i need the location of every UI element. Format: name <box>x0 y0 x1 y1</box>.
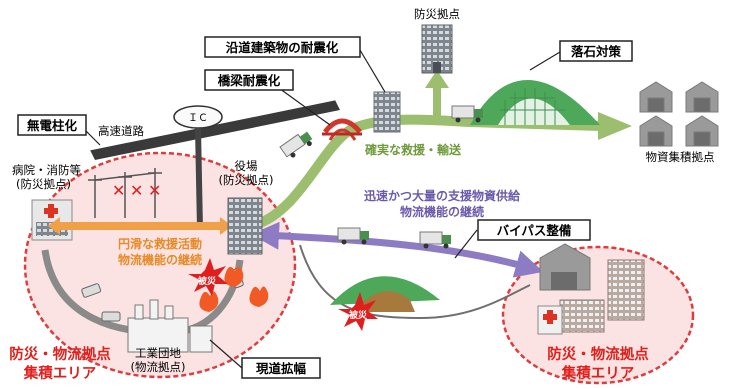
cross-mark-icon: ✕ ✕ ✕ <box>112 181 161 200</box>
ic-label: ＩＣ <box>188 113 208 124</box>
supply-label-2: 物流機能の継続 <box>400 204 484 219</box>
bypass-label: バイパス整備 <box>497 223 572 238</box>
svg-text:✕: ✕ <box>148 181 161 200</box>
material-base-label: 物資集積拠点 <box>646 150 715 164</box>
roadside-building-icon <box>373 91 401 133</box>
industrial-label-2: (物流拠点) <box>131 360 186 374</box>
rockfall-label: 落石対策 <box>571 44 622 59</box>
disaster-label-right: 被災 <box>349 309 368 321</box>
building-icon <box>559 259 645 333</box>
industrial-label-1: 工業団地 <box>135 346 181 360</box>
townhall-label-2: (防災拠点) <box>219 173 274 187</box>
area-right-title-2: 集積エリア <box>561 364 635 382</box>
hospital-icon <box>31 199 73 241</box>
no-poles-label: 無電柱化 <box>27 118 78 133</box>
svg-text:✕: ✕ <box>130 181 143 200</box>
hospital-label-2: (防災拠点) <box>16 177 71 191</box>
warehouse-icon <box>639 81 719 147</box>
green-route-arrow-up <box>425 70 449 88</box>
label-box-no-poles: 無電柱化 <box>17 114 87 136</box>
roadside-seismic-label: 沿道建築物の耐震化 <box>225 40 339 55</box>
label-box-road-widening: 現道拡幅 <box>241 357 321 379</box>
factory-icon <box>127 299 213 353</box>
bridge-icon <box>322 118 362 141</box>
truck-icon <box>337 227 451 249</box>
truck-icon <box>279 105 483 158</box>
townhall-label-1: 役場 <box>235 159 258 173</box>
warehouse-icon <box>539 243 591 291</box>
smooth-label-1: 円滑な救援活動 <box>118 236 202 251</box>
fire-icon <box>199 266 269 312</box>
svg-text:✕: ✕ <box>112 181 125 200</box>
label-box-bypass: バイパス整備 <box>477 219 591 241</box>
building-icon <box>421 24 453 74</box>
green-route-arrow-right <box>598 112 632 140</box>
lower-road <box>299 244 531 320</box>
area-left-title-1: 防災・物流拠点 <box>9 345 111 363</box>
bridge-seismic-label: 橋梁耐震化 <box>218 73 281 88</box>
area-left-title-2: 集積エリア <box>23 364 97 382</box>
hospital-label-1: 病院・消防等 <box>12 163 81 177</box>
supply-label-1: 迅速かつ大量の支援物資供給 <box>364 188 521 203</box>
label-box-bridge: 橋梁耐震化 <box>204 69 294 91</box>
ic-interchange <box>173 105 223 231</box>
smooth-label-2: 物流機能の継続 <box>118 252 202 267</box>
disaster-label-left: 被災 <box>198 275 217 287</box>
building-icon <box>227 197 263 255</box>
road-widening-label: 現道拡幅 <box>256 361 307 376</box>
disaster-base-top-label: 防災拠点 <box>414 7 460 21</box>
green-route <box>253 114 601 230</box>
hospital-icon <box>537 305 563 335</box>
area-right-title-1: 防災・物流拠点 <box>547 345 649 363</box>
power-pole-icon <box>88 168 162 218</box>
label-box-rockfall: 落石対策 <box>559 40 633 62</box>
reliable-rescue-label: 確実な救援・輸送 <box>365 142 462 157</box>
burst-icon <box>188 258 378 331</box>
label-box-roadside: 沿道建築物の耐震化 <box>204 36 361 58</box>
tunnel-icon <box>470 80 600 125</box>
expressway-label: 高速道路 <box>98 124 144 138</box>
purple-route <box>251 221 544 278</box>
